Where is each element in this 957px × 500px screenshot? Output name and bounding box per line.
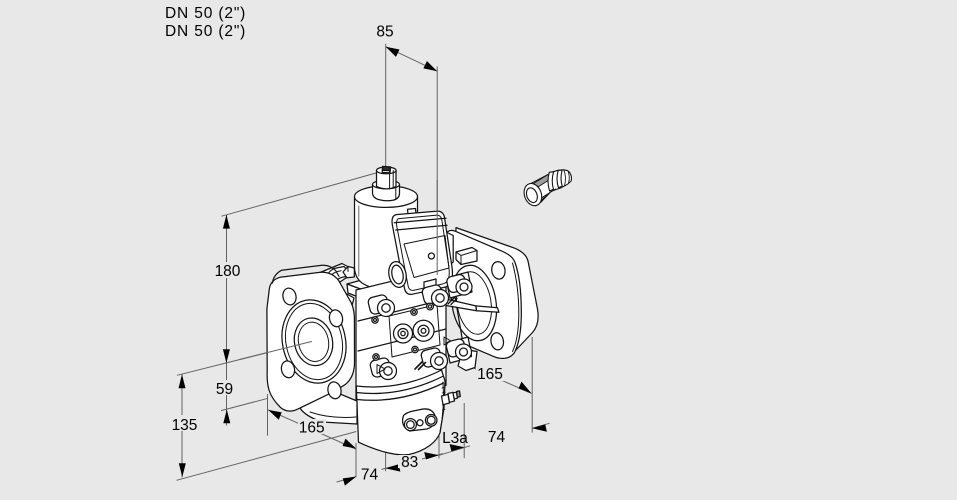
svg-text:L3a: L3a — [442, 430, 468, 447]
svg-text:DN 50 (2"): DN 50 (2") — [165, 23, 246, 40]
svg-text:74: 74 — [488, 429, 506, 446]
svg-text:83: 83 — [401, 454, 418, 471]
svg-text:135: 135 — [172, 417, 198, 434]
svg-text:85: 85 — [376, 24, 393, 41]
svg-text:165: 165 — [299, 420, 325, 437]
svg-text:74: 74 — [361, 467, 379, 484]
svg-text:165: 165 — [477, 366, 503, 383]
svg-text:180: 180 — [215, 263, 241, 280]
svg-text:DN 50 (2"): DN 50 (2") — [165, 5, 246, 22]
svg-text:59: 59 — [216, 381, 233, 398]
